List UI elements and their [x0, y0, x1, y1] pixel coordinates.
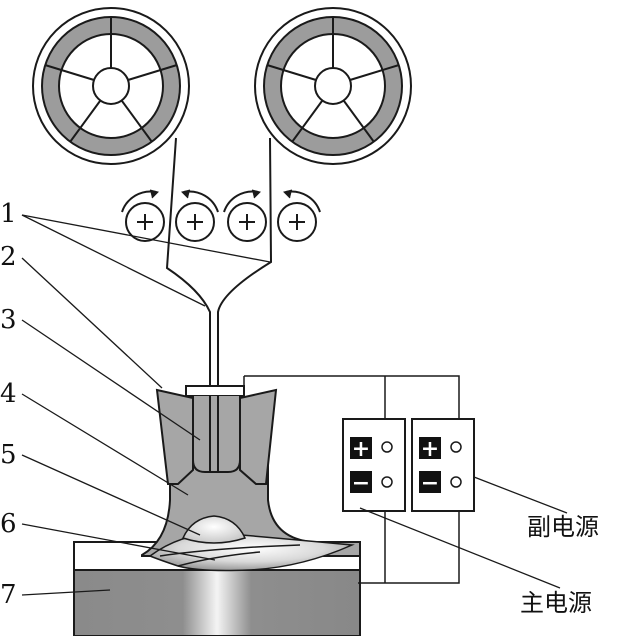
callout-5: 5 [0, 440, 17, 470]
feed-rollers [121, 189, 321, 242]
callout-1: 1 [0, 199, 17, 229]
callout-2: 2 [0, 242, 17, 272]
callout-3: 3 [0, 305, 17, 335]
wire-reel-left [32, 7, 190, 165]
aux-plus-symbol: + [421, 436, 439, 462]
feed-roller-1 [121, 189, 165, 242]
main-plus-symbol: + [352, 436, 370, 462]
contact-tip [185, 385, 245, 473]
callout-6: 6 [0, 509, 17, 539]
aux-power-supply: + − [411, 418, 475, 512]
flux-hopper [155, 388, 278, 485]
leader-lines [21, 214, 568, 596]
wire-reel-right [254, 7, 412, 165]
feed-roller-2 [175, 189, 219, 242]
aux-power-label: 副电源 [527, 513, 599, 541]
main-power-label: 主电源 [520, 589, 592, 617]
feed-roller-3 [223, 189, 267, 242]
feed-roller-4 [277, 189, 321, 242]
callout-7: 7 [0, 580, 17, 610]
callout-4: 4 [0, 379, 17, 409]
welding-arc [181, 515, 247, 544]
main-power-supply: + − [342, 418, 406, 512]
main-minus-symbol: − [352, 470, 370, 496]
aux-minus-symbol: − [421, 470, 439, 496]
callout-numbers: 1 2 3 4 5 6 7 [0, 199, 17, 610]
